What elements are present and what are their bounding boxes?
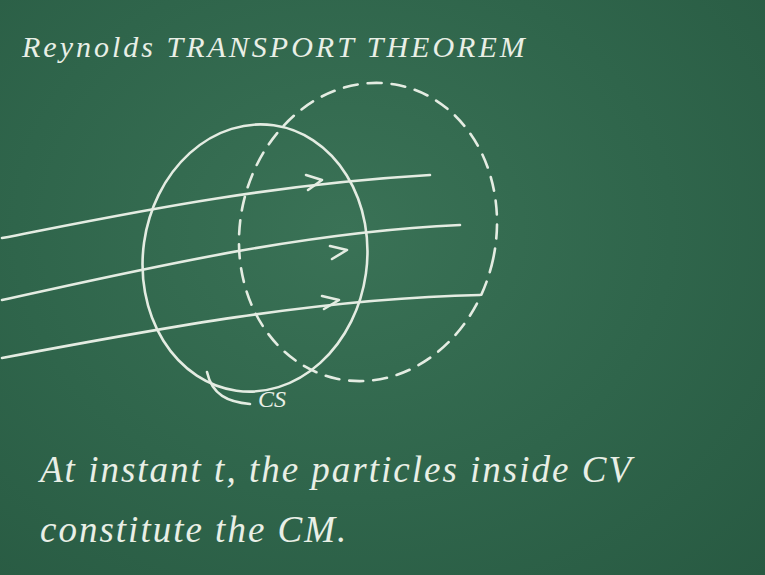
part-label: CS (258, 386, 286, 413)
streamline (2, 225, 460, 300)
chalk-note: At instant t, the particles inside CV co… (40, 440, 705, 560)
streamline (2, 175, 430, 238)
arrow-head (322, 296, 339, 309)
streamline (2, 295, 480, 358)
arrow-head (306, 175, 322, 190)
control-surface (125, 110, 384, 407)
board-title: Reynolds TRANSPORT THEOREM (22, 30, 528, 64)
leader-line (207, 372, 250, 404)
arrow-head (330, 246, 347, 259)
